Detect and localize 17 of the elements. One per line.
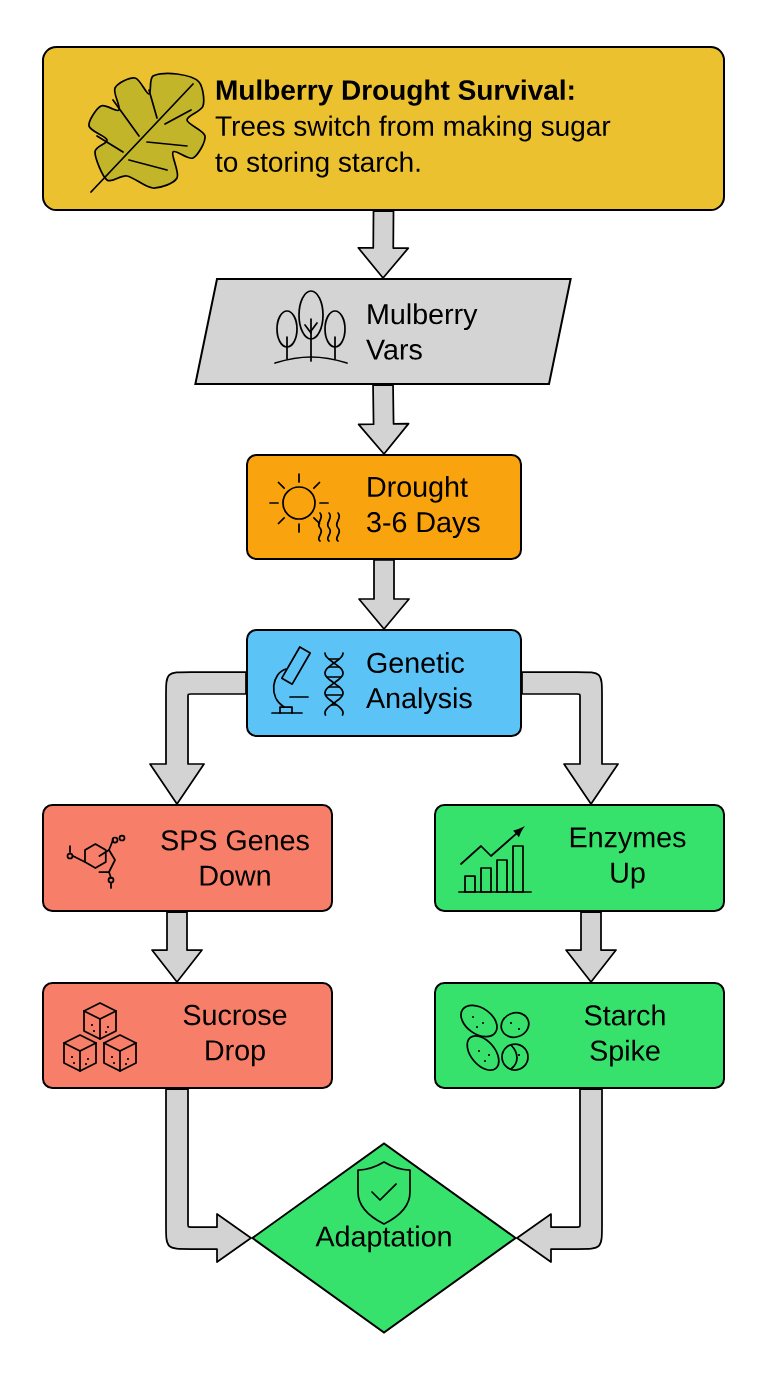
process-box: Enzymes Up <box>434 804 725 912</box>
block-arrow <box>516 1088 603 1263</box>
process-box: Sucrose Drop <box>42 982 333 1089</box>
block-arrow <box>149 671 247 805</box>
process-box: Starch Spike <box>434 982 725 1089</box>
input-parallelogram: Mulberry Vars <box>194 278 572 385</box>
block-arrow <box>565 911 617 983</box>
block-arrow <box>357 210 410 279</box>
title-box: Mulberry Drought Survival: Trees switch from making sugar to storing starch. <box>42 46 725 211</box>
block-arrow <box>358 559 410 630</box>
process-box: Drought 3-6 Days <box>246 454 522 560</box>
block-arrow <box>521 671 619 805</box>
block-arrow <box>151 911 203 983</box>
block-arrow <box>165 1088 252 1263</box>
process-box: SPS Genes Down <box>42 804 333 912</box>
process-box: Genetic Analysis <box>246 629 522 737</box>
block-arrow <box>357 384 410 455</box>
